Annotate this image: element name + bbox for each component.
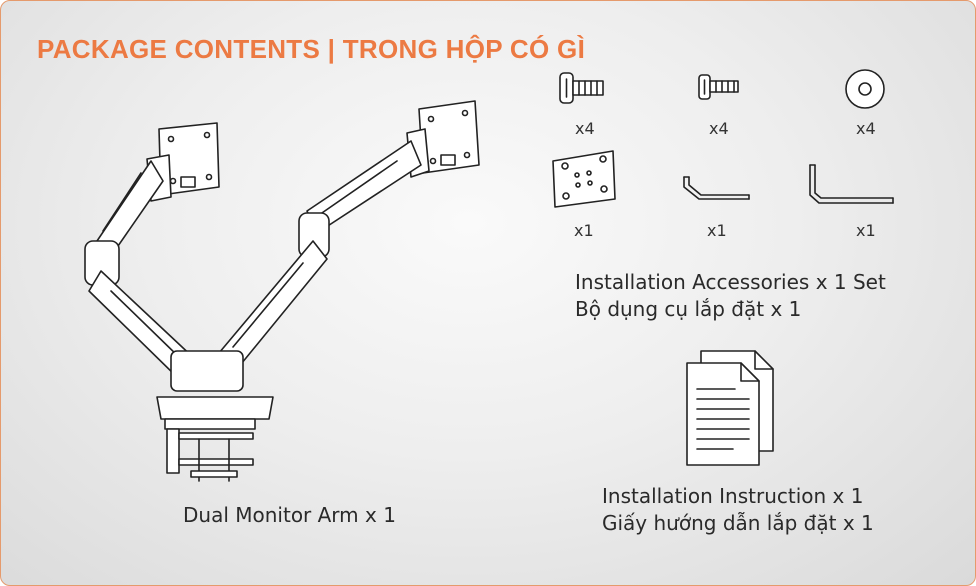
large-screw-qty: x4 [575,119,595,138]
large-hex-key-qty: x1 [856,221,876,240]
washer-icon [845,69,885,109]
document-icon [686,350,774,466]
small-screw-qty: x4 [709,119,729,138]
washer-qty: x4 [856,119,876,138]
accessories-label-en: Installation Accessories x 1 Set [575,270,886,294]
monitor-arm-label: Dual Monitor Arm x 1 [183,503,396,527]
instruction-label-en: Installation Instruction x 1 [602,484,864,508]
vesa-plate-icon [552,150,616,208]
large-hex-key-icon [809,164,894,204]
page-title: PACKAGE CONTENTS | TRONG HỘP CÓ GÌ [37,34,586,64]
small-hex-key-icon [683,176,750,200]
large-screw-icon [559,72,604,104]
accessories-label-vi: Bộ dụng cụ lắp đặt x 1 [575,297,802,321]
vesa-plate-qty: x1 [574,221,594,240]
small-hex-key-qty: x1 [707,221,727,240]
small-screw-icon [698,74,739,100]
instruction-label-vi: Giấy hướng dẫn lắp đặt x 1 [602,511,874,535]
